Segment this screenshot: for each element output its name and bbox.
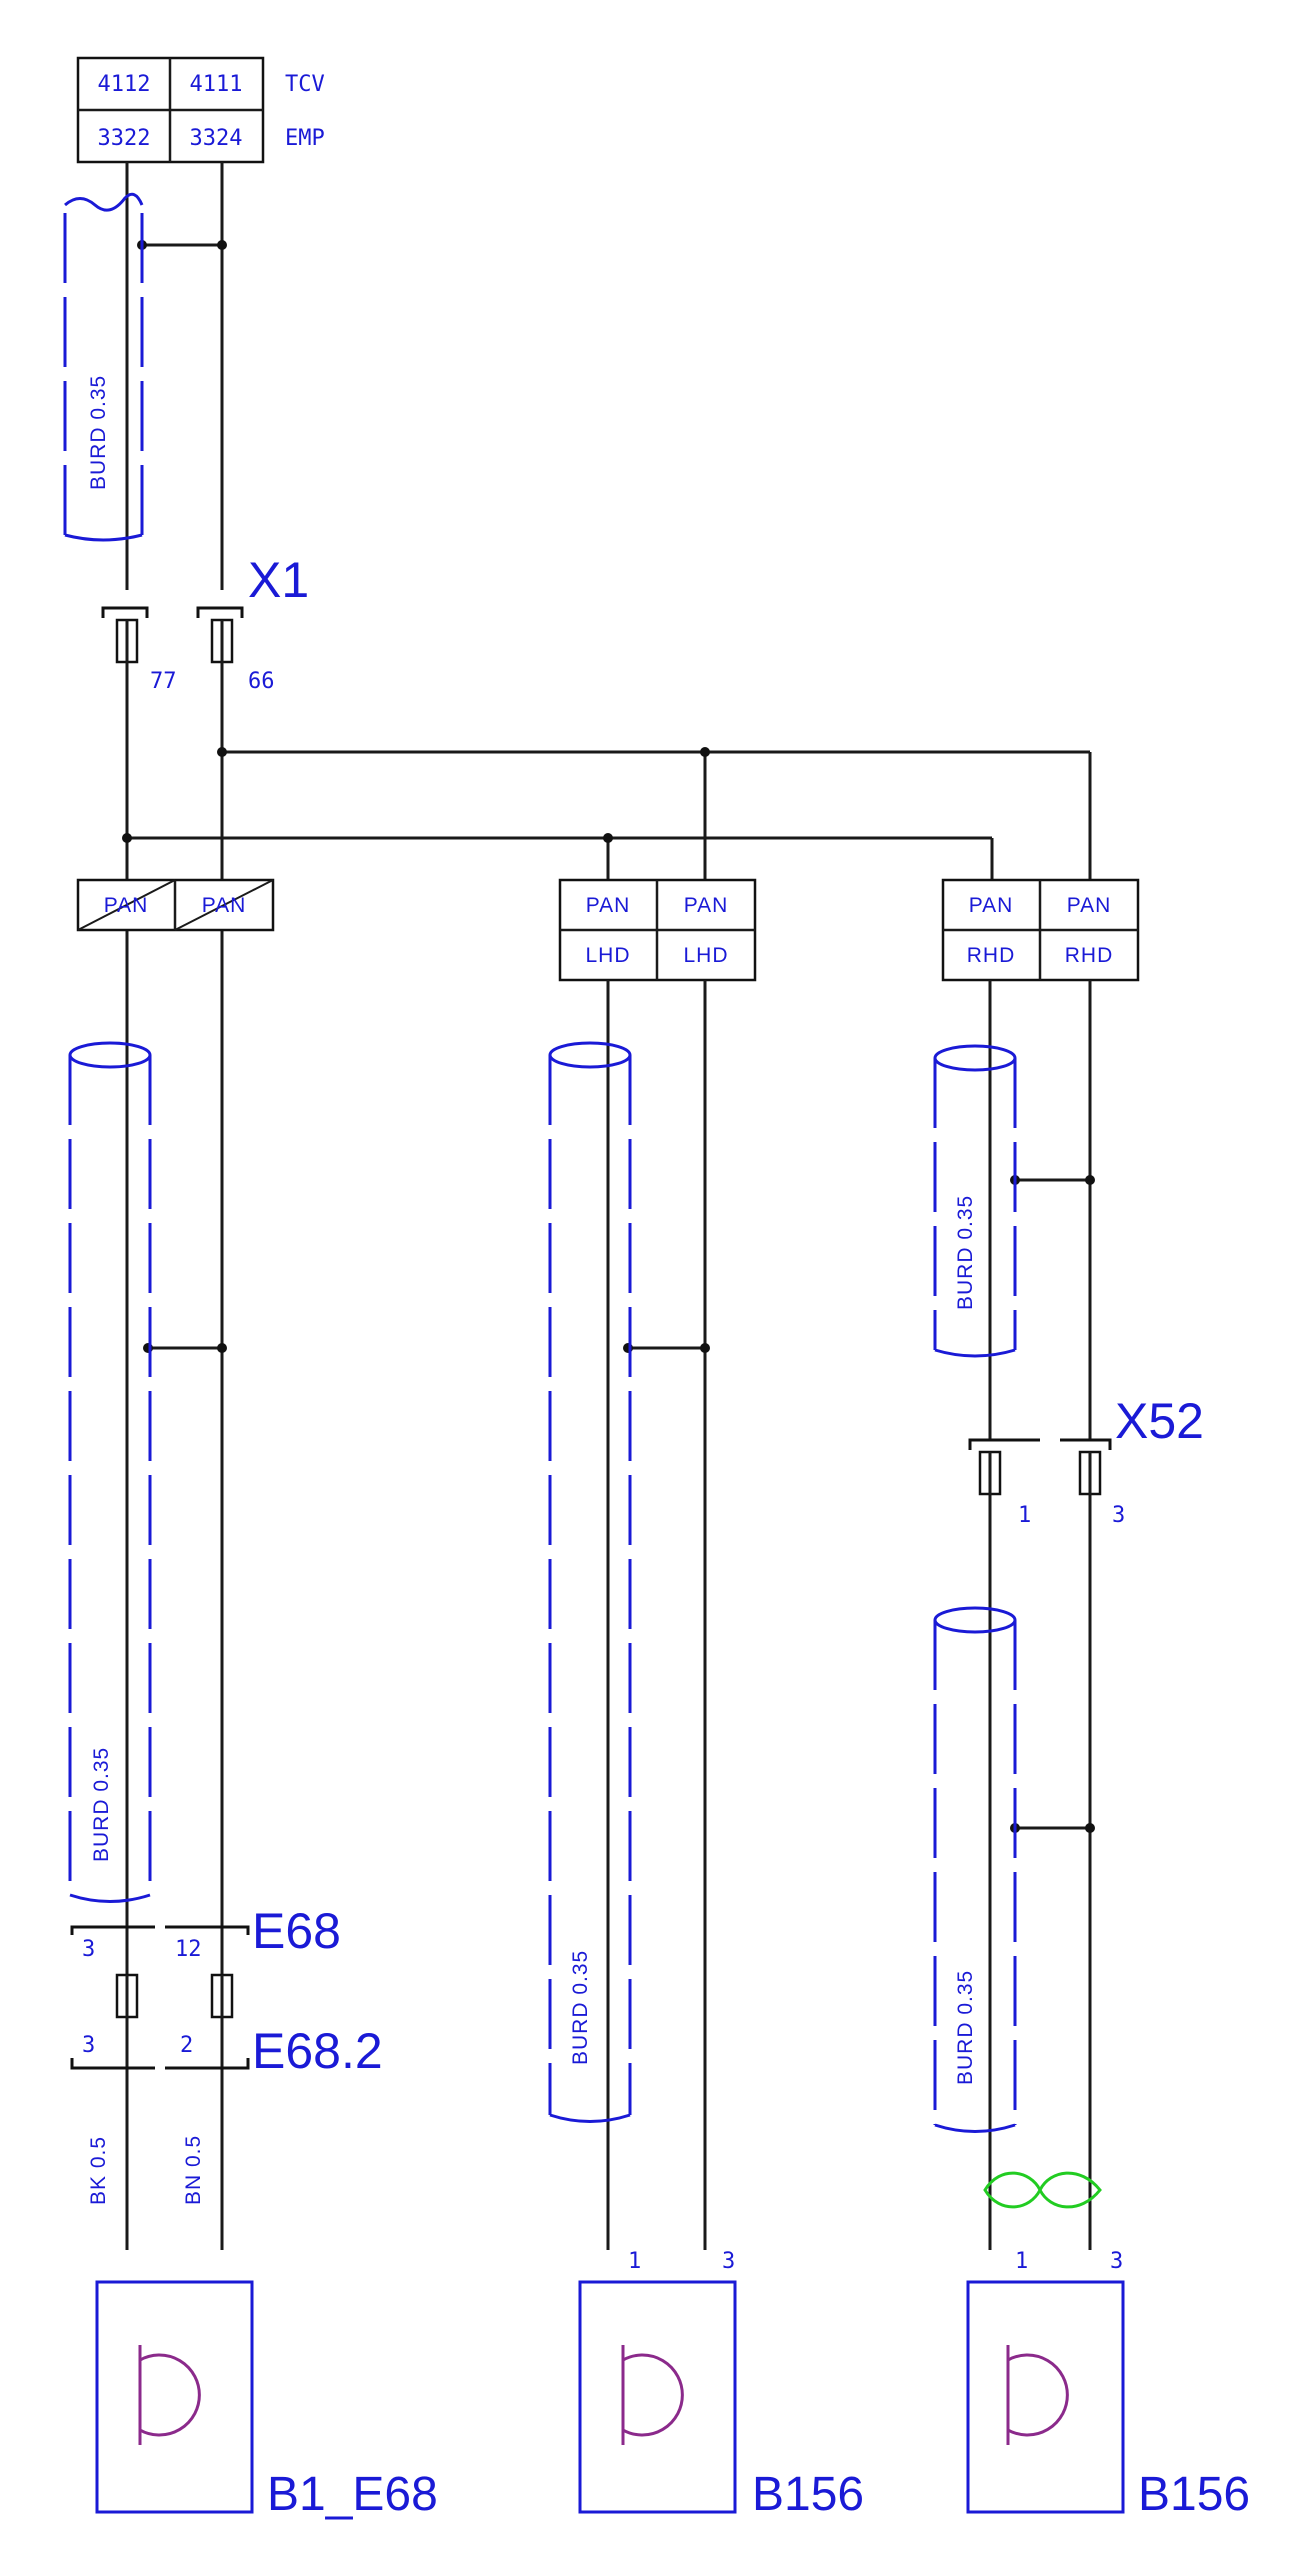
e68-connectors: 3 12 E68 3 2 E68.2 — [70, 1903, 383, 2079]
pan-label-rhd-1: PAN — [969, 894, 1014, 917]
tcv-label: TCV — [285, 72, 325, 97]
b156-middle-pin-left: 1 — [628, 2249, 641, 2274]
wire-label-bk: BK 0.5 — [87, 2136, 110, 2205]
header-code-box: 4112 4111 3322 3324 TCV EMP — [76, 56, 325, 164]
x1-pin-right: 66 — [248, 669, 275, 694]
left-wire-pair — [125, 162, 227, 2250]
shield-top: BURD 0.35 — [63, 192, 144, 542]
b1-e68-label: B1_E68 — [267, 2468, 438, 2521]
e68-label: E68 — [252, 1903, 341, 1959]
wire-label-bn: BN 0.5 — [182, 2135, 205, 2205]
emp-code-left: 3322 — [98, 126, 151, 151]
right-wire-pair — [988, 980, 1095, 2250]
bus-lines — [122, 747, 1092, 880]
shield-label-right-upper: BURD 0.35 — [954, 1195, 977, 1310]
b156-middle-label: B156 — [752, 2468, 864, 2521]
emp-label: EMP — [285, 126, 325, 151]
x52-connector: X52 1 3 — [968, 1393, 1204, 1528]
component-b156-middle: 1 3 B156 — [578, 2249, 864, 2521]
shield-middle: BURD 0.35 — [548, 1041, 632, 2123]
tcv-code-right: 4111 — [190, 72, 243, 97]
b156-middle-pin-right: 3 — [722, 2249, 735, 2274]
x52-label: X52 — [1115, 1393, 1204, 1449]
e68-pin-left: 3 — [82, 1937, 95, 1962]
component-b156-right: 1 3 B156 — [966, 2249, 1250, 2521]
e68-2-pin-left: 3 — [82, 2033, 95, 2058]
pan-label-left-2: PAN — [202, 894, 247, 917]
x52-pin-right: 3 — [1112, 1503, 1125, 1528]
shield-label-right-lower: BURD 0.35 — [954, 1970, 977, 2085]
twisted-pair-icon — [983, 2171, 1102, 2209]
pan-label-lhd-2: PAN — [684, 894, 729, 917]
x52-pin-left: 1 — [1018, 1503, 1031, 1528]
pan-label-rhd-2: PAN — [1067, 894, 1112, 917]
shield-right-upper: BURD 0.35 — [933, 1044, 1017, 1358]
pan-rhd-box: PAN PAN RHD RHD — [941, 878, 1140, 982]
x1-pin-left: 77 — [150, 669, 177, 694]
e68-2-label: E68.2 — [252, 2023, 383, 2079]
rhd-label-2: RHD — [1065, 944, 1114, 967]
e68-pin-right: 12 — [175, 1937, 202, 1962]
middle-wire-pair — [606, 980, 710, 2250]
shield-right-lower: BURD 0.35 — [933, 1606, 1017, 2133]
b156-right-pin-right: 3 — [1110, 2249, 1123, 2274]
x1-label: X1 — [248, 552, 309, 608]
shield-left-long: BURD 0.35 — [68, 1041, 152, 1903]
b156-right-label: B156 — [1138, 2468, 1250, 2521]
shield-label-top: BURD 0.35 — [87, 375, 110, 490]
pan-label-left-1: PAN — [104, 894, 149, 917]
shield-label-middle: BURD 0.35 — [569, 1950, 592, 2065]
pan-box-left: PAN PAN — [76, 878, 275, 932]
e68-2-pin-right: 2 — [180, 2033, 193, 2058]
x1-connector: X1 77 66 — [101, 552, 309, 694]
pan-lhd-box: PAN PAN LHD LHD — [558, 878, 757, 982]
rhd-label-1: RHD — [967, 944, 1016, 967]
emp-code-right: 3324 — [190, 126, 243, 151]
component-b1-e68: B1_E68 — [95, 2280, 438, 2521]
shield-label-left-long: BURD 0.35 — [90, 1747, 113, 1862]
pan-label-lhd-1: PAN — [586, 894, 631, 917]
tcv-code-left: 4112 — [98, 72, 151, 97]
lhd-label-2: LHD — [683, 944, 728, 967]
b156-right-pin-left: 1 — [1015, 2249, 1028, 2274]
lhd-label-1: LHD — [585, 944, 630, 967]
